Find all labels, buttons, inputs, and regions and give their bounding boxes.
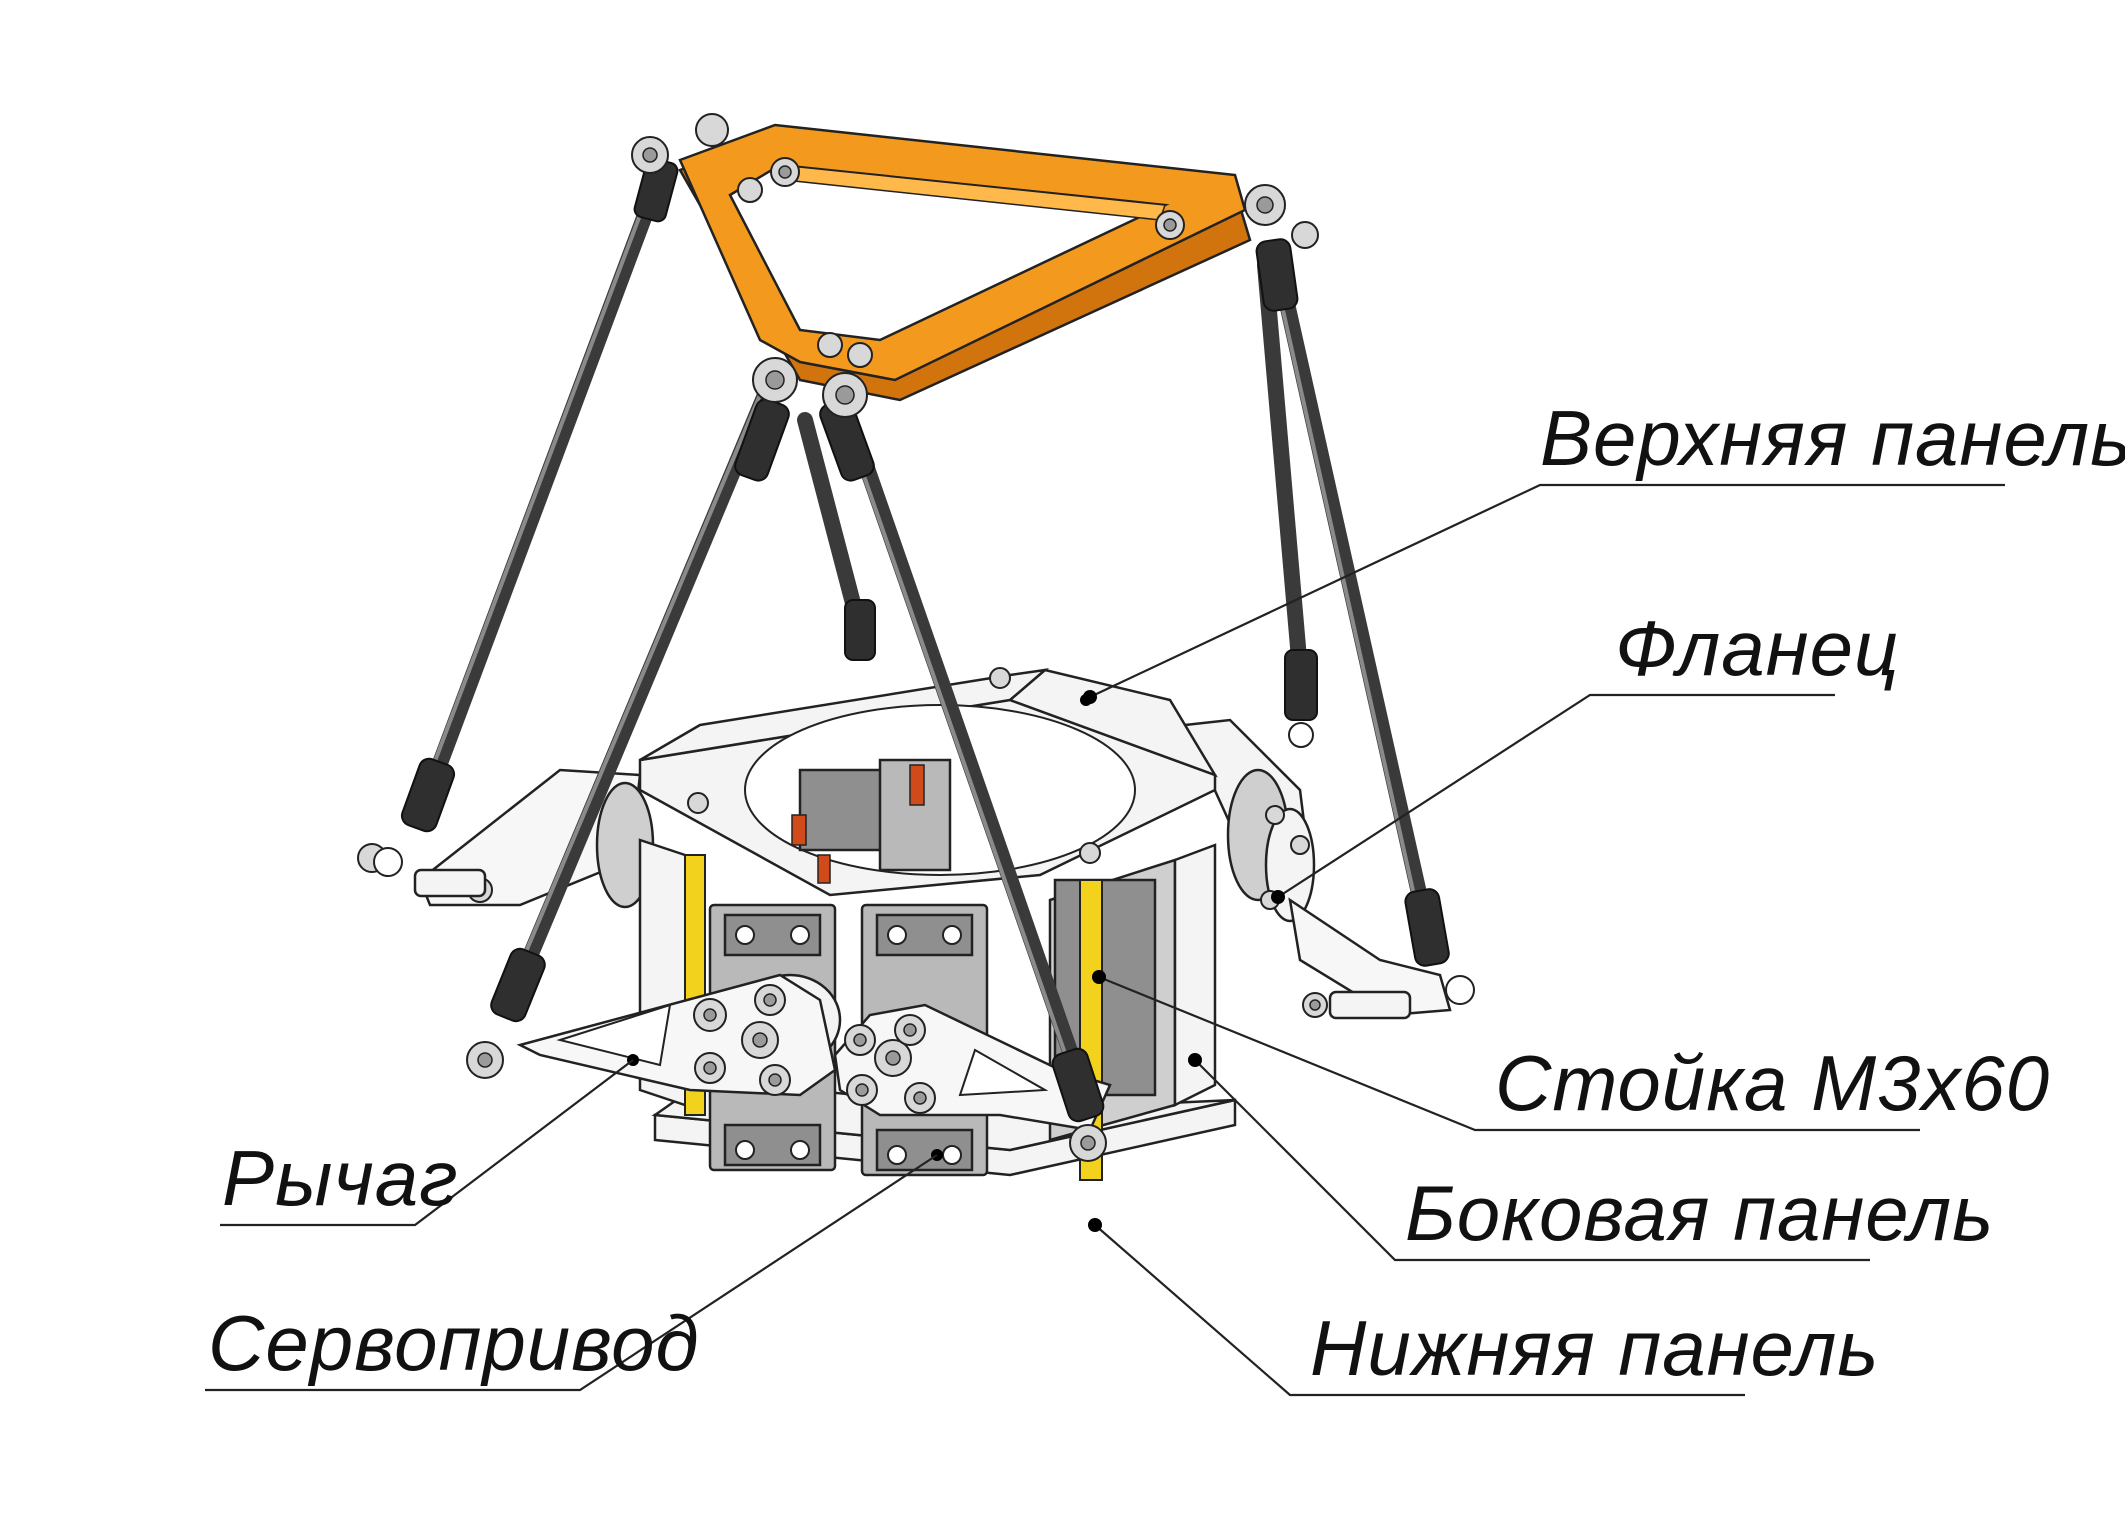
label-top-panel: Верхняя панель [1540,394,2125,482]
label-side-panel: Боковая панель [1405,1169,1994,1257]
left-lever-assembly [357,768,655,909]
leaders [205,483,2005,1397]
lever-right [833,1003,1112,1132]
rear-rods [797,257,1318,748]
label-servo: Сервопривод [208,1299,700,1387]
label-lever: Рычаг [222,1134,459,1222]
label-standoff: Стойка М3х60 [1495,1039,2050,1127]
top-triangle-effector [631,113,1319,418]
front-rods [373,157,1475,1162]
top-panel [638,667,1218,897]
flange-assembly [1183,718,1452,1020]
label-bottom-panel: Нижняя панель [1310,1304,1879,1392]
lever-left [516,973,837,1097]
label-flange: Фланец [1615,604,1900,692]
